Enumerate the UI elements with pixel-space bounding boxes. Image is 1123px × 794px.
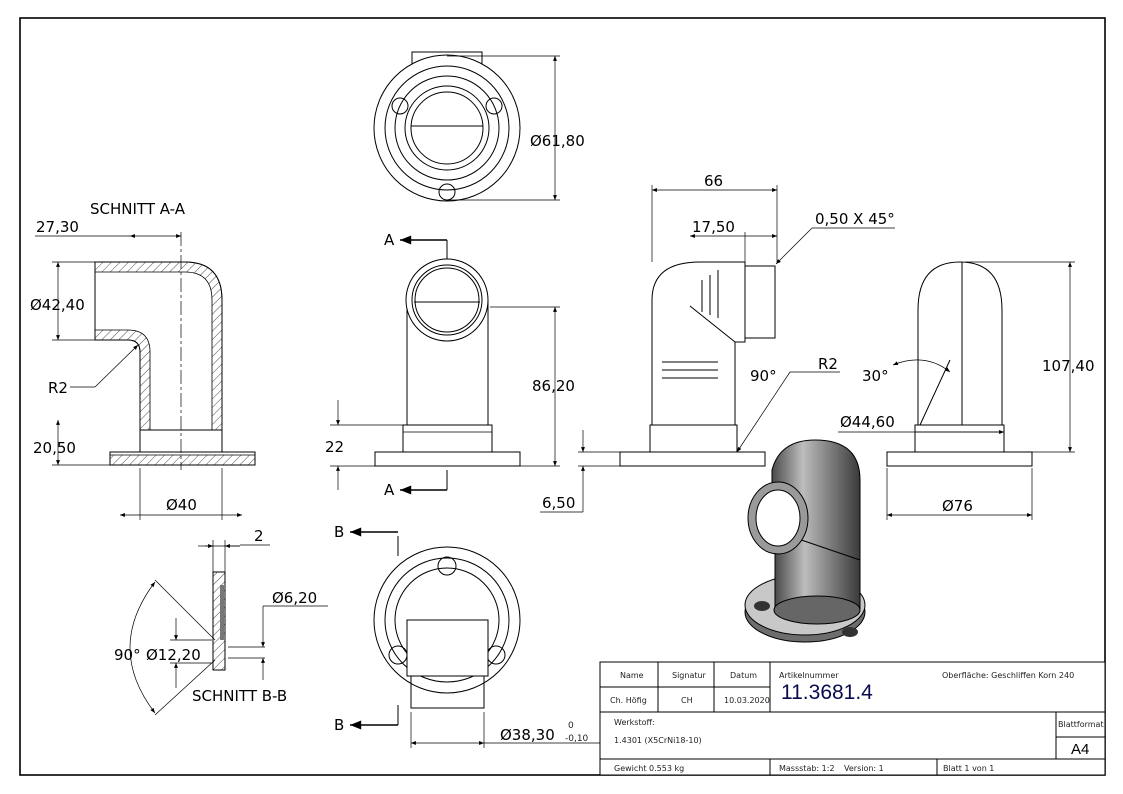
dim-sec-27: 27,30 [36, 218, 79, 236]
dim-sec-42: Ø42,40 [30, 296, 85, 314]
dim-side-90: 90° [750, 367, 777, 385]
dim-b-90: 90° [114, 646, 141, 664]
blatt: Blatt 1 von 1 [943, 764, 994, 773]
sheet-border [19, 17, 1106, 776]
section-marker-a-top: A [384, 231, 395, 249]
name-value: Ch. Höfig [610, 696, 647, 705]
signatur-value: CH [681, 696, 693, 705]
section-a-title: SCHNITT A-A [90, 200, 186, 218]
tolerance-upper: 0 [568, 721, 574, 731]
oberflaeche: Oberfläche: Geschliffen Korn 240 [942, 671, 1074, 680]
dim-side-chamfer: 0,50 X 45° [815, 210, 895, 228]
dim-right-446: Ø44,60 [840, 413, 895, 431]
dim-side-66: 66 [704, 172, 723, 190]
dim-b-2: 2 [254, 527, 264, 545]
artikelnummer-label: Artikelnummer [779, 671, 839, 680]
dim-b-1220: Ø12,20 [146, 646, 201, 664]
top-view: Ø61,80 [373, 51, 585, 202]
section-b-b: 2 Ø6,20 90° Ø12,20 SCHNITT B-B [114, 527, 328, 716]
dim-sec-20: 20,50 [33, 439, 76, 457]
dim-bottom-3830: Ø38,30 [500, 726, 555, 744]
datum-value: 10.03.2020 [724, 696, 770, 705]
section-a-a: SCHNITT A-A 27,30 Ø42,40 R2 20,50 Ø40 [30, 200, 256, 520]
dim-b-620: Ø6,20 [272, 589, 317, 607]
gewicht: Gewicht 0.553 kg [614, 764, 684, 773]
dim-right-30: 30° [862, 367, 889, 385]
version: Version: 1 [844, 764, 884, 773]
blattformat-value: A4 [1071, 741, 1089, 758]
name-label: Name [620, 671, 644, 680]
dim-right-76: Ø76 [942, 497, 973, 515]
side-view: 66 17,50 0,50 X 45° R2 90° 6,50 [540, 172, 895, 513]
werkstoff-value: 1.4301 (X5CrNi18-10) [614, 736, 702, 745]
dim-front-22: 22 [325, 438, 344, 456]
section-b-title: SCHNITT B-B [192, 687, 287, 705]
dim-side-r2: R2 [818, 355, 838, 373]
datum-label: Datum [730, 671, 757, 680]
bottom-view: B B Ø38,30 0 -0,10 [334, 523, 600, 748]
dim-front-86: 86,20 [532, 377, 575, 395]
tolerance-lower: -0,10 [565, 734, 589, 744]
dim-side-650: 6,50 [542, 494, 575, 512]
section-marker-b-top: B [334, 523, 344, 541]
section-marker-a-bottom: A [384, 481, 395, 499]
front-view: A A 86,20 22 [325, 231, 575, 499]
right-view: 30° Ø44,60 107,40 Ø76 [838, 261, 1095, 520]
blattformat-label: Blattformat [1058, 720, 1104, 729]
massstab: Massstab: 1:2 [779, 764, 835, 773]
section-marker-b-bottom: B [334, 716, 344, 734]
artikelnummer-value: 11.3681.4 [781, 681, 873, 704]
dim-sec-40: Ø40 [166, 496, 197, 514]
dim-side-17: 17,50 [692, 218, 735, 236]
dim-top-diameter: Ø61,80 [530, 132, 585, 150]
werkstoff-label: Werkstoff: [614, 718, 655, 727]
dim-right-107: 107,40 [1042, 357, 1095, 375]
dim-sec-r2: R2 [48, 379, 68, 397]
signatur-label: Signatur [672, 671, 707, 680]
isometric-render [744, 439, 866, 643]
title-block: Name Signatur Datum Ch. Höfig CH 10.03.2… [599, 661, 1106, 776]
